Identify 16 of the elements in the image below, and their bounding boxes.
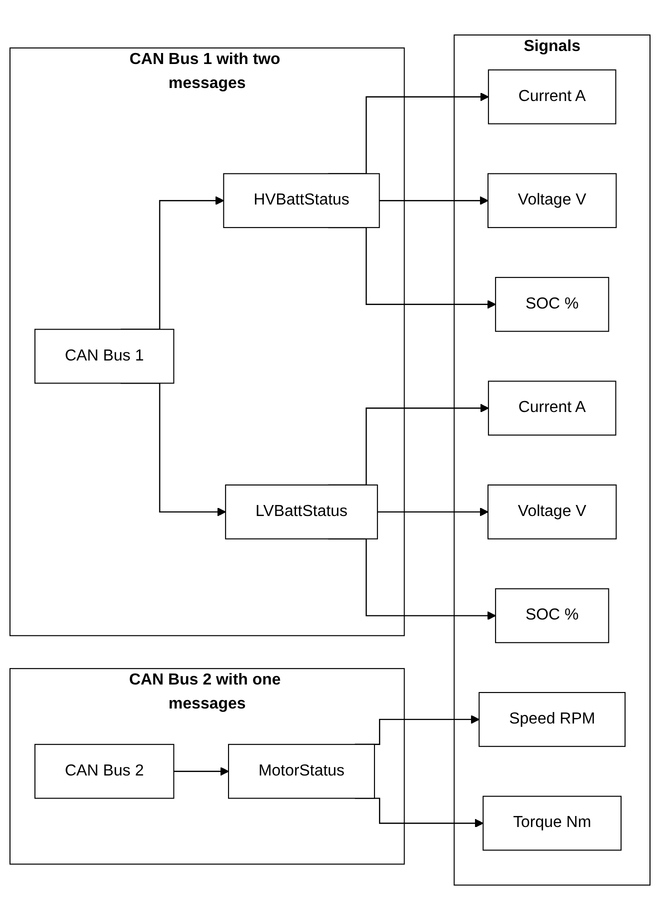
arrow: [379, 196, 488, 205]
node-box: Current A: [488, 69, 616, 124]
node-box: HVBattStatus: [223, 173, 380, 228]
node-box: SOC %: [495, 588, 610, 644]
arrow: [174, 766, 229, 776]
node-box: LVBattStatus: [225, 484, 378, 540]
node-box: SOC %: [495, 276, 610, 332]
node-box: CAN Bus 1: [34, 328, 174, 384]
node-box: Voltage V: [488, 484, 617, 540]
node-box: Current A: [488, 380, 616, 436]
node-box: Speed RPM: [478, 692, 626, 747]
node-box: Voltage V: [488, 173, 617, 228]
node-box: MotorStatus: [228, 744, 375, 799]
arrow: [377, 507, 488, 516]
node-box: Torque Nm: [482, 796, 622, 851]
node-box: CAN Bus 2: [34, 744, 174, 799]
